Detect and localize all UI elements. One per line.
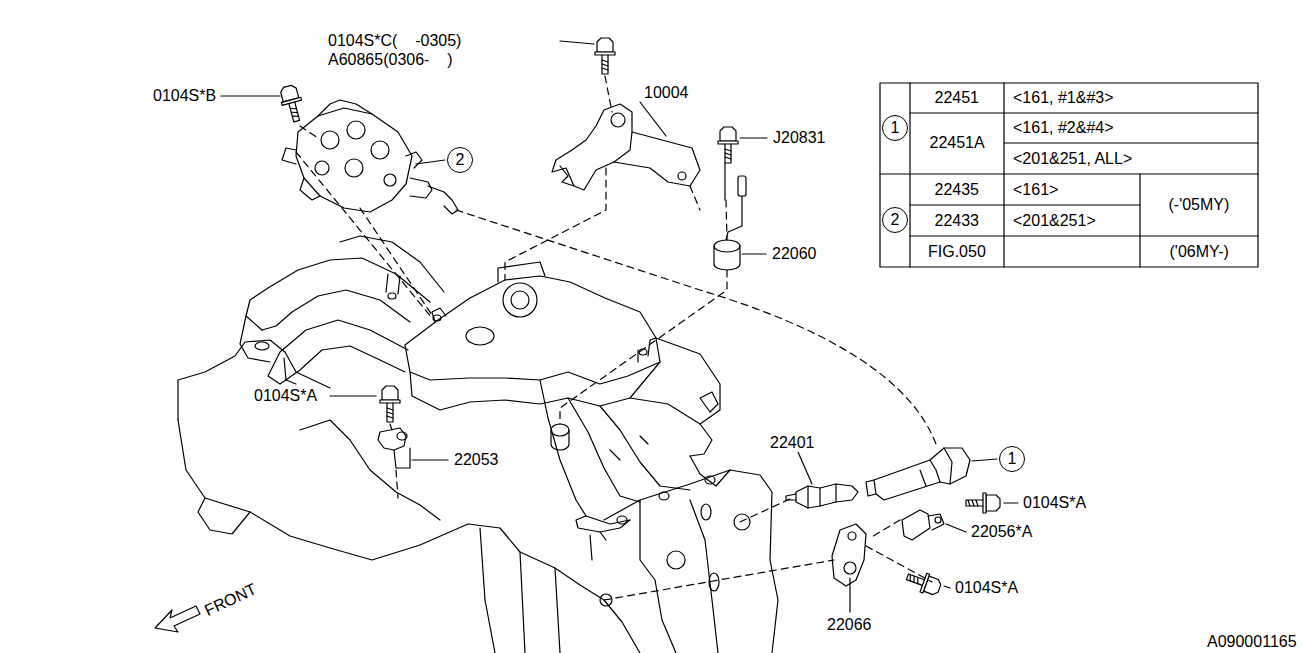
table-cell: <201&251>	[1012, 212, 1097, 230]
part-number: 0104S*A	[954, 579, 1019, 597]
part-number: 22056*A	[970, 523, 1033, 541]
callout-number: 2	[891, 212, 900, 228]
callout-circle: 1	[999, 446, 1025, 472]
part-number: 0104S*B	[152, 87, 217, 105]
ignition-coil-assembly	[282, 100, 458, 214]
sensor	[714, 176, 746, 270]
leader-line	[221, 41, 1018, 612]
table-cell: <161, #2&#4>	[1012, 119, 1115, 137]
callout-circle: 2	[447, 147, 473, 173]
bolt	[380, 386, 400, 422]
sensor-bracket	[832, 524, 866, 586]
table-cell: <161, #1&#3>	[1012, 89, 1115, 107]
table-cell: 22451A	[929, 134, 986, 152]
part-number: J20831	[772, 129, 827, 147]
part-number: 0104S*A	[253, 387, 318, 405]
bolt	[278, 84, 307, 124]
bolt	[966, 493, 1000, 513]
callout-circle: 2	[882, 207, 908, 233]
bolt	[718, 127, 738, 163]
part-number: 22060	[771, 245, 818, 263]
table-cell: 22435	[934, 181, 981, 199]
part-number: 22066	[826, 616, 873, 634]
table-cell: <201&251, ALL>	[1012, 150, 1133, 168]
table-cell: 22433	[934, 212, 981, 230]
table-cell: <161>	[1012, 181, 1059, 199]
table-grid	[880, 83, 1258, 267]
engine-block	[178, 340, 778, 653]
intake-manifold	[240, 236, 730, 532]
callout-number: 1	[891, 120, 900, 136]
table-cell: (-'05MY)	[1168, 196, 1231, 214]
front-arrow	[155, 606, 200, 632]
part-number: 22401	[769, 434, 816, 452]
table-cell: ('06MY-)	[1169, 243, 1230, 261]
callout-circle: 1	[882, 115, 908, 141]
table-cell: FIG.050	[927, 243, 987, 261]
installation-line	[296, 76, 936, 600]
spark-plug	[786, 484, 858, 508]
direction-label: FRONT	[200, 580, 259, 620]
sensor	[378, 428, 410, 468]
bolt	[904, 567, 943, 597]
part-number: 0104S*A	[1022, 494, 1087, 512]
sensor-boss	[551, 424, 569, 436]
sensor	[902, 510, 944, 540]
part-number: 0104S*C( -0305)	[327, 32, 462, 50]
part-number: 10004	[643, 84, 690, 102]
callout-number: 2	[456, 152, 465, 168]
callout-number: 1	[1008, 451, 1017, 467]
drawing-id: A090001165	[1206, 633, 1298, 651]
ignition-coil	[866, 448, 970, 500]
table-cell: 22451	[934, 89, 981, 107]
bracket	[552, 104, 700, 190]
part-number: A60865(0306- )	[327, 51, 454, 69]
bolt	[595, 38, 615, 74]
part-number: 22053	[453, 451, 500, 469]
